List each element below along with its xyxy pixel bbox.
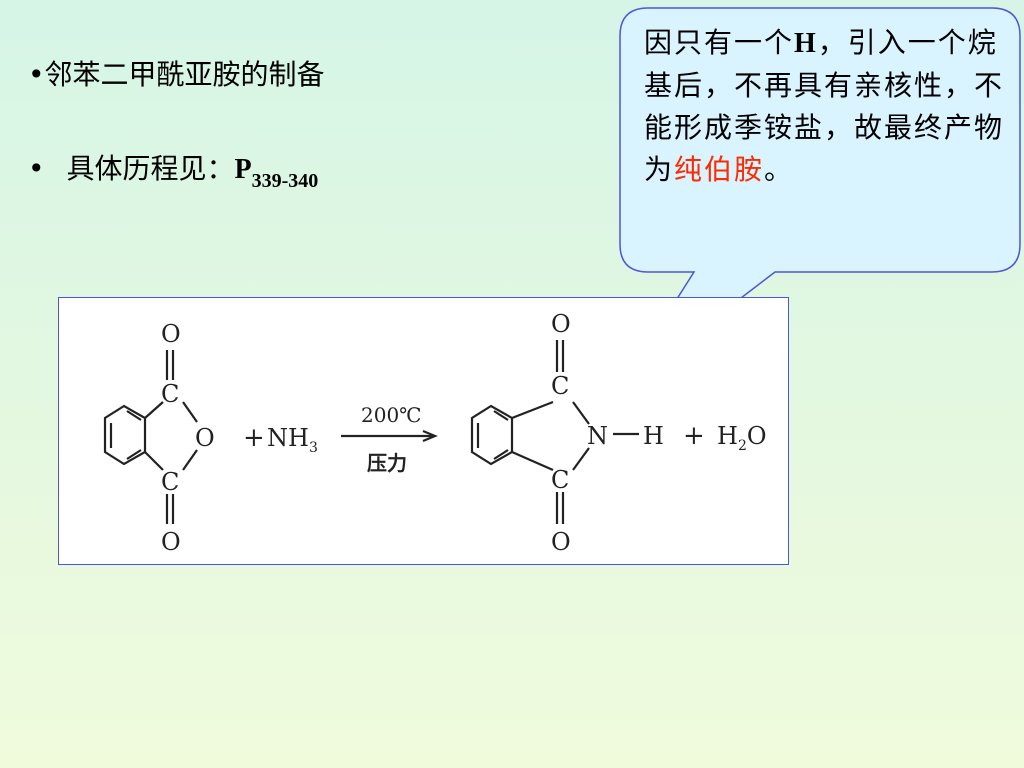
- bullet-text: 具体历程见：: [66, 152, 235, 185]
- bullet-text: 邻苯二甲酰亚胺的制备: [44, 58, 325, 91]
- plus-sign-2: +: [683, 421, 705, 451]
- reactant-o-bottom: O: [161, 528, 181, 556]
- bullet-marker: •: [28, 152, 45, 185]
- condition-pressure: 压力: [367, 451, 407, 475]
- reaction-scheme: O C O C O + NH3 200℃ 压力 O C N H C O + H2…: [103, 310, 767, 556]
- bullet-marker: •: [28, 58, 45, 91]
- callout-part2: ，引入一个烷基后，不再具有亲核性，不能形成季铵盐，故最终产物为: [644, 26, 1005, 186]
- product-c-top: C: [551, 372, 569, 400]
- product-o-bottom: O: [551, 528, 571, 556]
- callout-highlight: 纯伯胺: [674, 153, 765, 186]
- page-reference: P339-340: [234, 154, 319, 192]
- plus-sign-1: +: [243, 423, 265, 453]
- reactant-c-top: C: [161, 380, 179, 408]
- product-h: H: [643, 422, 664, 450]
- callout-text: 因只有一个H，引入一个烷基后，不再具有亲核性，不能形成季铵盐，故最终产物为纯伯胺…: [644, 22, 1004, 191]
- callout-end: 。: [764, 153, 795, 186]
- page-reference-main: P: [234, 154, 252, 185]
- reactant-c-bottom: C: [161, 468, 179, 496]
- bullet-item-reference: • 具体历程见：P339-340: [28, 152, 318, 193]
- product-n: N: [587, 422, 608, 450]
- reaction-scheme-box: O C O C O + NH3 200℃ 压力 O C N H C O + H2…: [58, 297, 789, 565]
- product-o-top: O: [551, 310, 571, 338]
- page-reference-range: 339-340: [251, 170, 319, 192]
- callout-part1: 因只有一个: [644, 26, 795, 59]
- condition-temperature: 200℃: [361, 403, 422, 427]
- reagent-ammonia: NH3: [267, 424, 318, 456]
- reactant-o-ring: O: [195, 424, 215, 452]
- product-c-bottom: C: [551, 466, 569, 494]
- reactant-o-top: O: [161, 320, 181, 348]
- bullet-item-preparation: •邻苯二甲酰亚胺的制备: [28, 58, 325, 92]
- callout-hydrogen: H: [794, 28, 818, 59]
- byproduct-water: H2O: [717, 422, 767, 454]
